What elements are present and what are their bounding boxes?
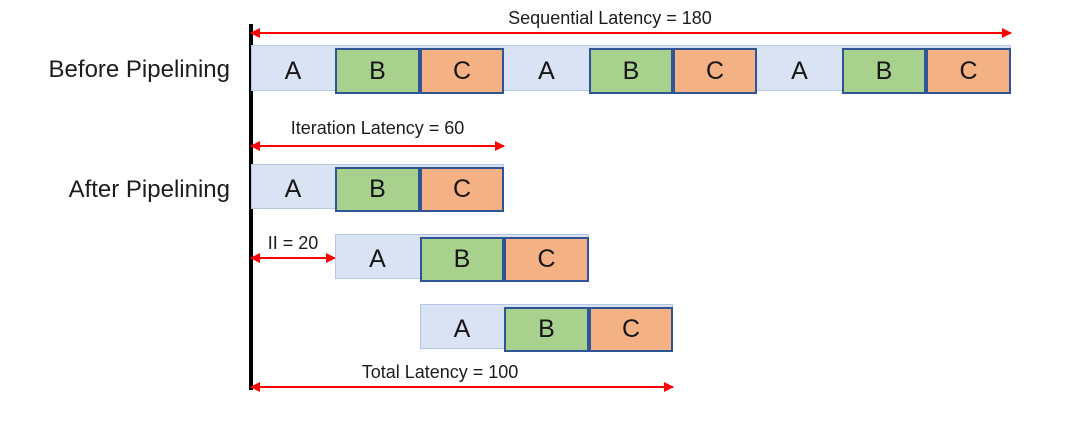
iteration-latency-label: Iteration Latency = 60 — [290, 118, 465, 138]
stage-block-c: C — [420, 167, 504, 212]
stage-block-b: B — [335, 48, 420, 94]
iteration-latency-arrow — [250, 141, 505, 151]
stage-block-b: B — [842, 48, 926, 94]
stage-block-b: B — [589, 48, 673, 94]
stage-block-a: A — [369, 245, 386, 273]
stage-block-c: C — [926, 48, 1011, 94]
stage-block-a: A — [791, 56, 808, 85]
initiation-interval-label: II = 20 — [267, 233, 319, 253]
after-pipelining-label: After Pipelining — [68, 176, 230, 203]
sequential-latency-arrow — [250, 28, 1012, 38]
stage-block-b: B — [504, 307, 589, 352]
stage-block-b: B — [420, 237, 504, 282]
total-latency-arrow — [250, 382, 674, 392]
initiation-interval-arrow — [250, 253, 336, 263]
stage-block-b: B — [335, 167, 420, 212]
stage-block-a: A — [284, 175, 302, 203]
sequential-latency-label: Sequential Latency = 180 — [508, 8, 712, 28]
total-latency-label: Total Latency = 100 — [361, 362, 519, 382]
before-pipelining-label: Before Pipelining — [48, 56, 230, 83]
stage-block-a: A — [453, 315, 471, 343]
stage-block-c: C — [673, 48, 757, 94]
stage-block-c: C — [589, 307, 673, 352]
stage-block-a: A — [284, 56, 302, 85]
stage-block-a: A — [538, 56, 555, 85]
stage-block-c: C — [420, 48, 504, 94]
stage-block-c: C — [504, 237, 589, 282]
